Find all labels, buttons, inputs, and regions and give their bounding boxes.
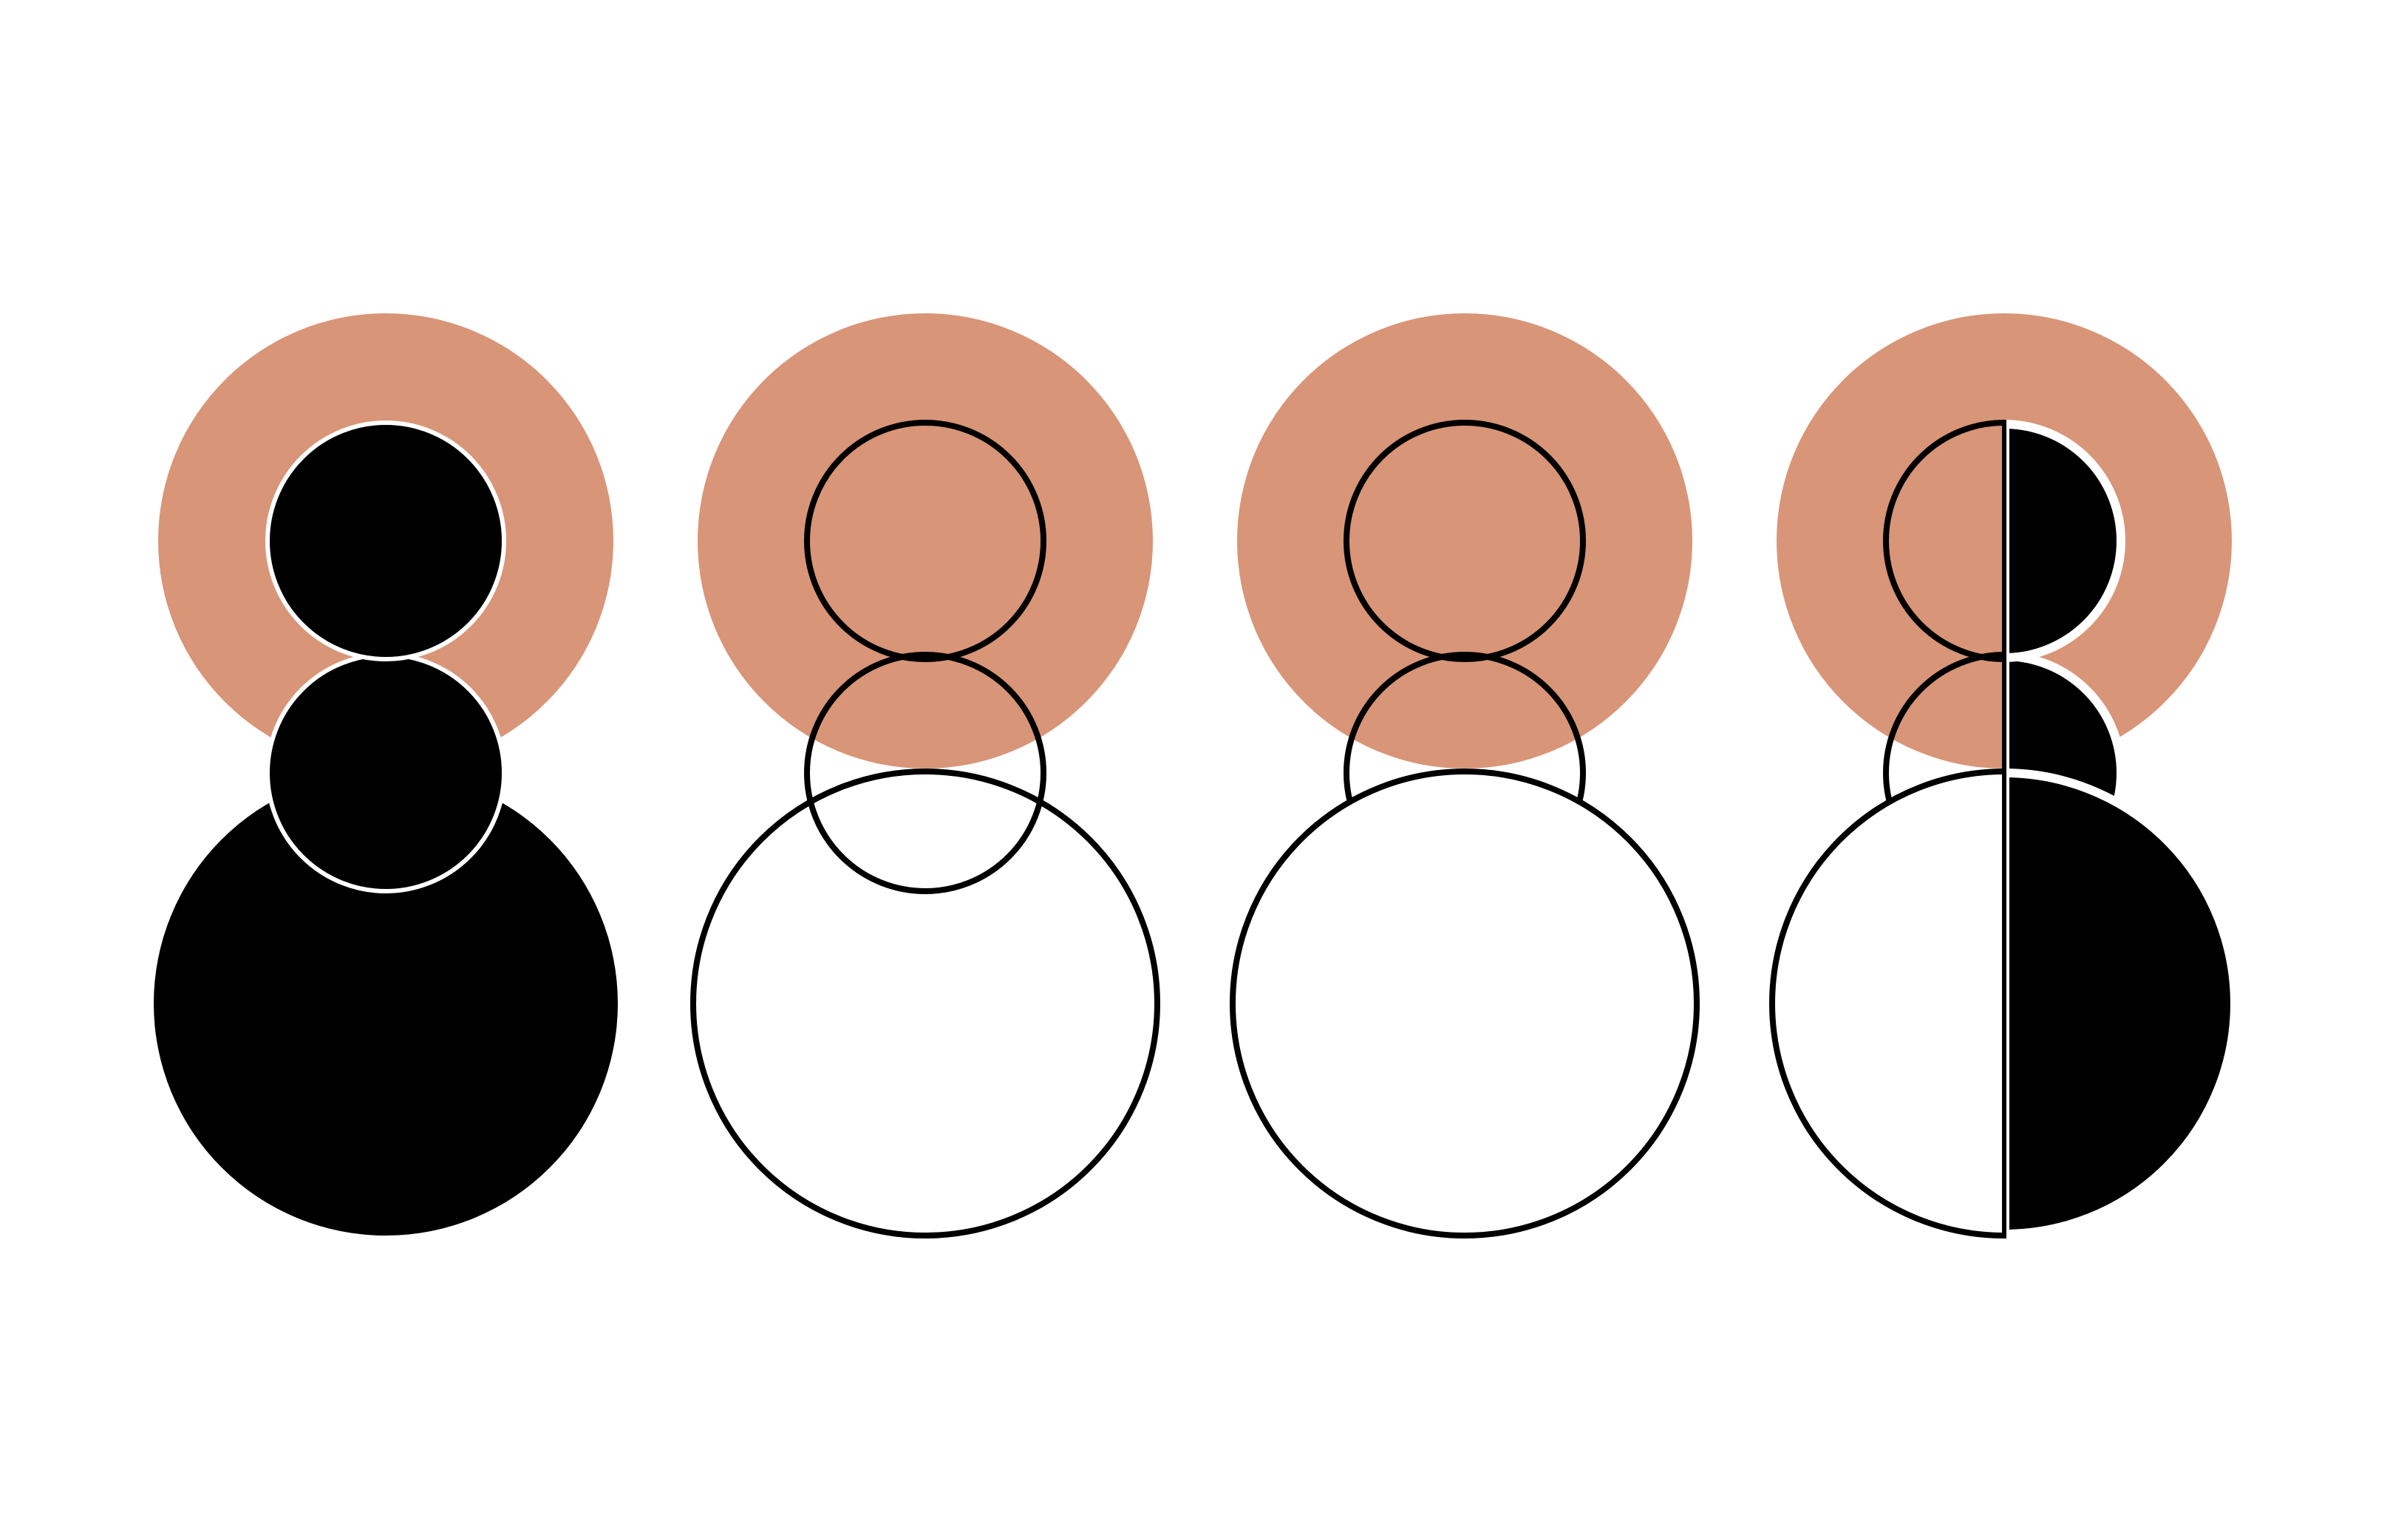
body-circle-right [2009,769,2239,1239]
neck-circle-left [1883,652,2003,894]
accent-disc [698,313,1153,769]
figure-1 [154,313,618,1236]
body-circle [154,771,618,1236]
body-circle [690,769,1160,1239]
divider-gap [2006,420,2009,1239]
head-circle-right [2009,420,2125,662]
accent-disc [1237,313,1692,769]
head-circle [804,420,1046,662]
body-circle-left [1769,769,2003,1239]
head-circle [265,420,506,661]
head-circle [1344,420,1586,662]
body-circle [1230,769,1700,1239]
neck-circle [265,653,506,893]
figure-3 [1230,313,1700,1239]
left-half [1769,420,2003,1239]
figures-group [154,313,2239,1239]
head-circle-left [1883,420,2003,662]
figure-2 [690,313,1160,1239]
right-half [2009,420,2239,1239]
neck-circle [804,652,1046,894]
figure-4 [1769,313,2239,1239]
divider-line [2002,420,2006,1239]
